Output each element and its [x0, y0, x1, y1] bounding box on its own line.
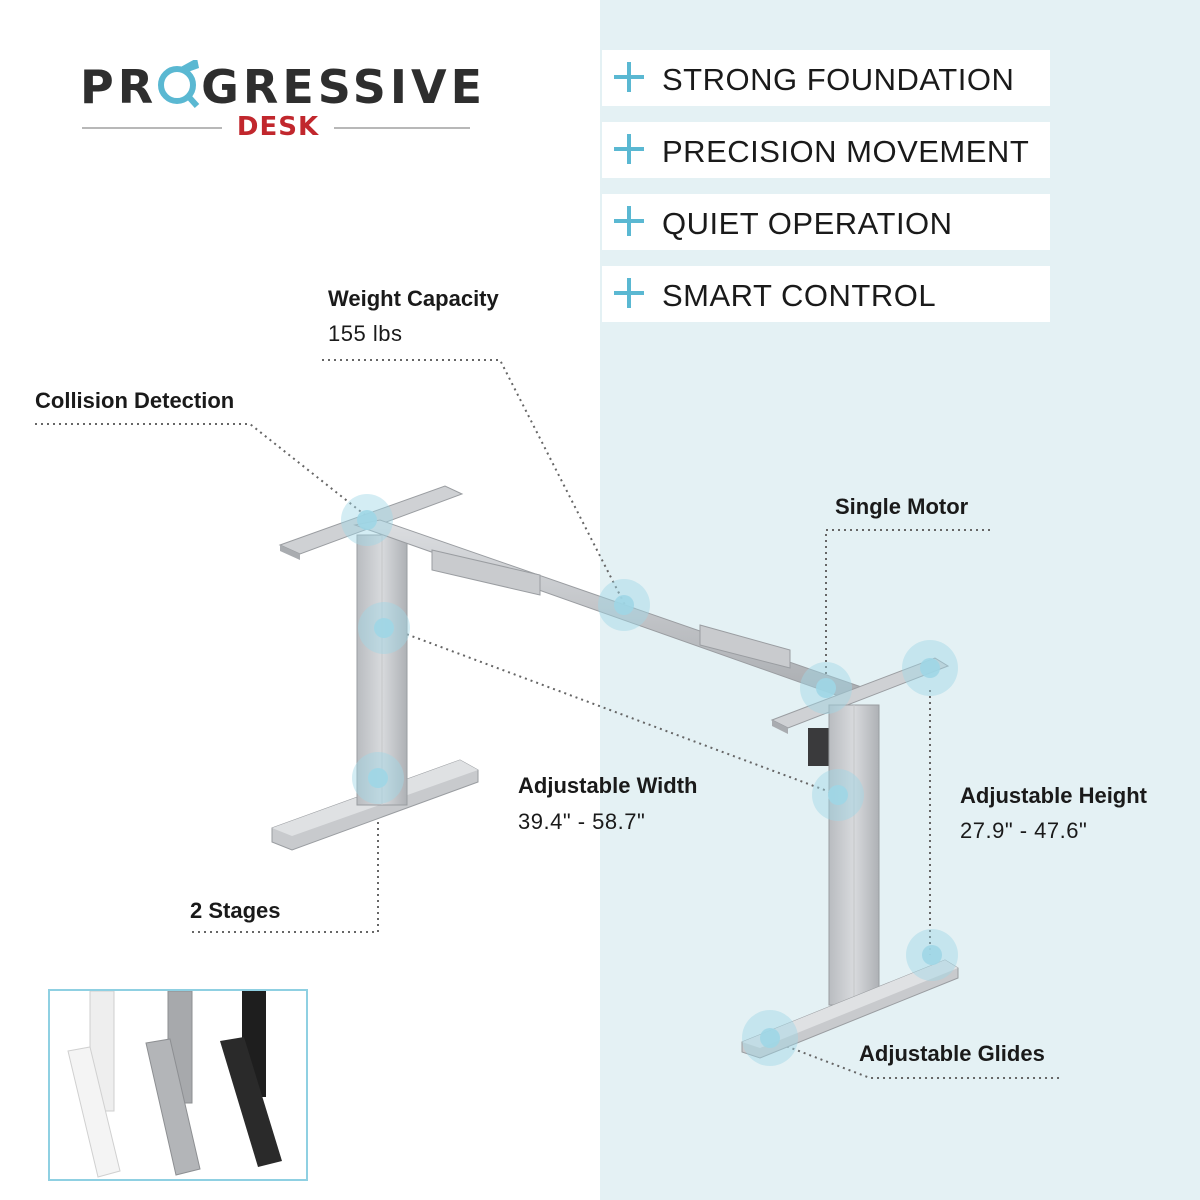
leader-adjustable-width	[389, 627, 839, 796]
feature-label: QUIET OPERATION	[662, 206, 953, 241]
logo-divider-right	[334, 127, 470, 129]
callout-single-motor-title: Single Motor	[835, 494, 969, 519]
plus-icon	[614, 206, 644, 236]
plus-icon	[614, 278, 644, 308]
callout-two-stages-title: 2 Stages	[190, 898, 281, 923]
leader-two-stages	[190, 780, 379, 933]
callout-collision-detection-title: Collision Detection	[35, 388, 235, 413]
logo-subtitle: DESK	[236, 112, 320, 142]
black-leg-swatch	[220, 991, 282, 1167]
logo-text-post: GRESSIVE	[201, 60, 487, 114]
magnifier-o-icon	[157, 58, 201, 109]
leader-weight-capacity	[322, 359, 626, 606]
feature-smart-control: SMART CONTROL	[602, 266, 1050, 322]
feature-quiet-operation: QUIET OPERATION	[602, 194, 1050, 250]
feature-label: PRECISION MOVEMENT	[662, 134, 1030, 169]
callout-weight-capacity-title: Weight Capacity	[328, 286, 499, 311]
callout-adjustable-height-title: Adjustable Height	[960, 783, 1148, 808]
feature-label: SMART CONTROL	[662, 278, 937, 313]
feature-precision-movement: PRECISION MOVEMENT	[602, 122, 1050, 178]
logo-divider-left	[82, 127, 222, 129]
gray-leg-swatch	[145, 991, 201, 1176]
callout-adjustable-height-value: 27.9" - 47.6"	[960, 818, 1088, 843]
feature-label: STRONG FOUNDATION	[662, 62, 1015, 97]
callout-adjustable-glides-title: Adjustable Glides	[859, 1041, 1045, 1066]
logo-text-pre: PR	[80, 60, 158, 114]
color-options-thumbnail	[48, 989, 308, 1181]
brand-logo: PR GRESSIVE DESK	[78, 52, 482, 152]
leader-collision-detection	[35, 423, 366, 516]
right-top-bracket	[770, 657, 950, 729]
hotspots	[341, 494, 958, 1066]
plus-icon	[614, 134, 644, 164]
leader-single-motor	[825, 529, 990, 688]
plus-icon	[614, 62, 644, 92]
callout-adjustable-width-title: Adjustable Width	[518, 773, 698, 798]
leader-lines	[35, 359, 1060, 1079]
callout-weight-capacity-value: 155 lbs	[328, 321, 403, 346]
white-leg-swatch	[67, 991, 121, 1178]
feature-strong-foundation: STRONG FOUNDATION	[602, 50, 1050, 106]
callout-adjustable-width-value: 39.4" - 58.7"	[518, 809, 646, 834]
logo-wordmark: PR GRESSIVE	[80, 58, 487, 114]
